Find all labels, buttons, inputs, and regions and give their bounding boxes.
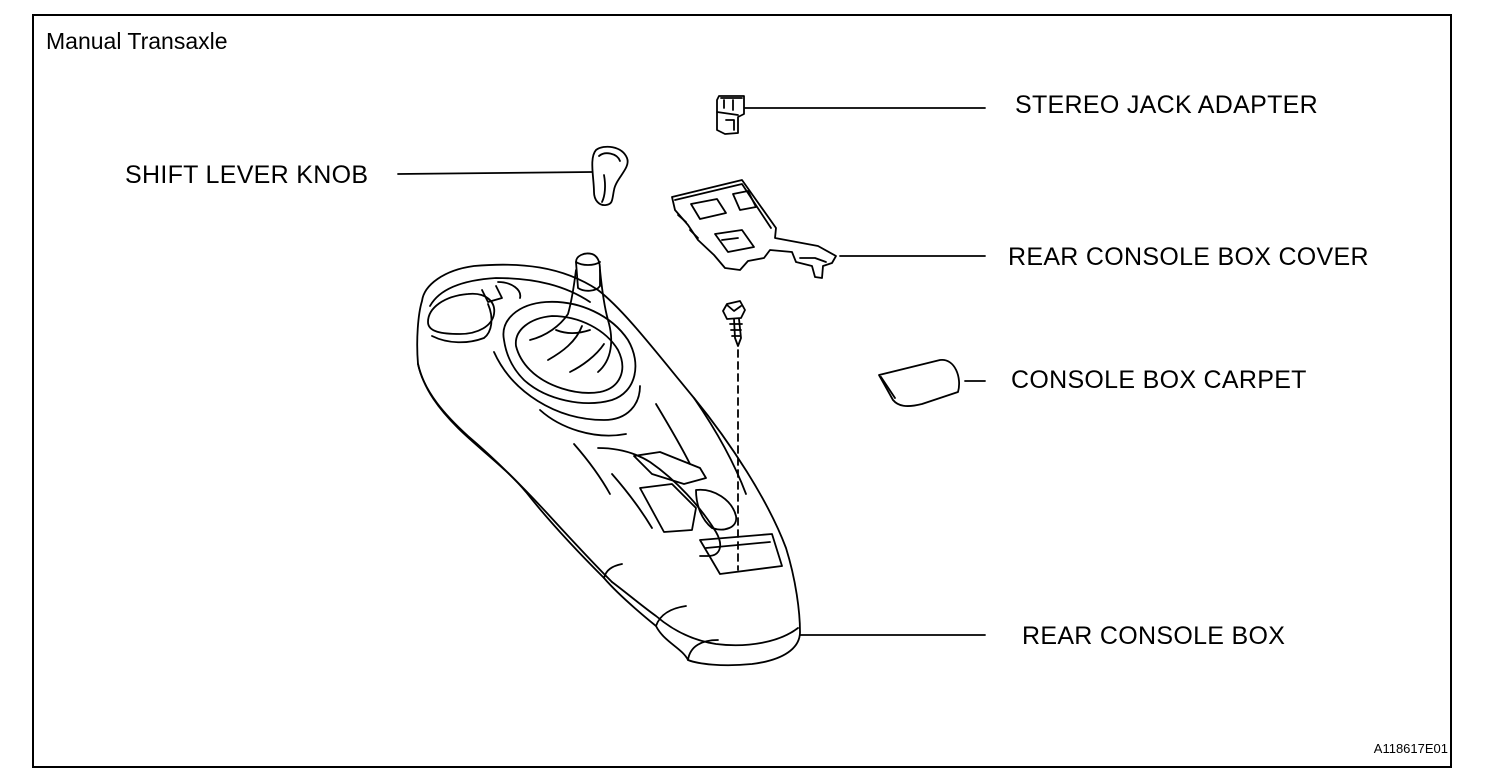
console-box-carpet-part bbox=[878, 359, 960, 407]
diagram-title: Manual Transaxle bbox=[46, 28, 228, 54]
label-stereo-jack-adapter: STEREO JACK ADAPTER bbox=[1015, 91, 1318, 119]
stereo-jack-adapter-part bbox=[716, 95, 745, 135]
shift-lever-knob-part bbox=[591, 145, 629, 206]
diagram-frame bbox=[32, 14, 1452, 768]
label-console-box-carpet: CONSOLE BOX CARPET bbox=[1011, 366, 1307, 394]
rear-console-box-part bbox=[416, 252, 801, 667]
label-rear-console-box: REAR CONSOLE BOX bbox=[1022, 622, 1286, 650]
screw-part bbox=[722, 300, 746, 571]
figure-code: A118617E01 bbox=[1373, 741, 1448, 756]
leader-lines bbox=[397, 107, 986, 636]
label-shift-lever-knob: SHIFT LEVER KNOB bbox=[125, 161, 369, 189]
label-rear-console-box-cover: REAR CONSOLE BOX COVER bbox=[1008, 243, 1369, 271]
rear-console-box-cover-part bbox=[671, 179, 837, 279]
